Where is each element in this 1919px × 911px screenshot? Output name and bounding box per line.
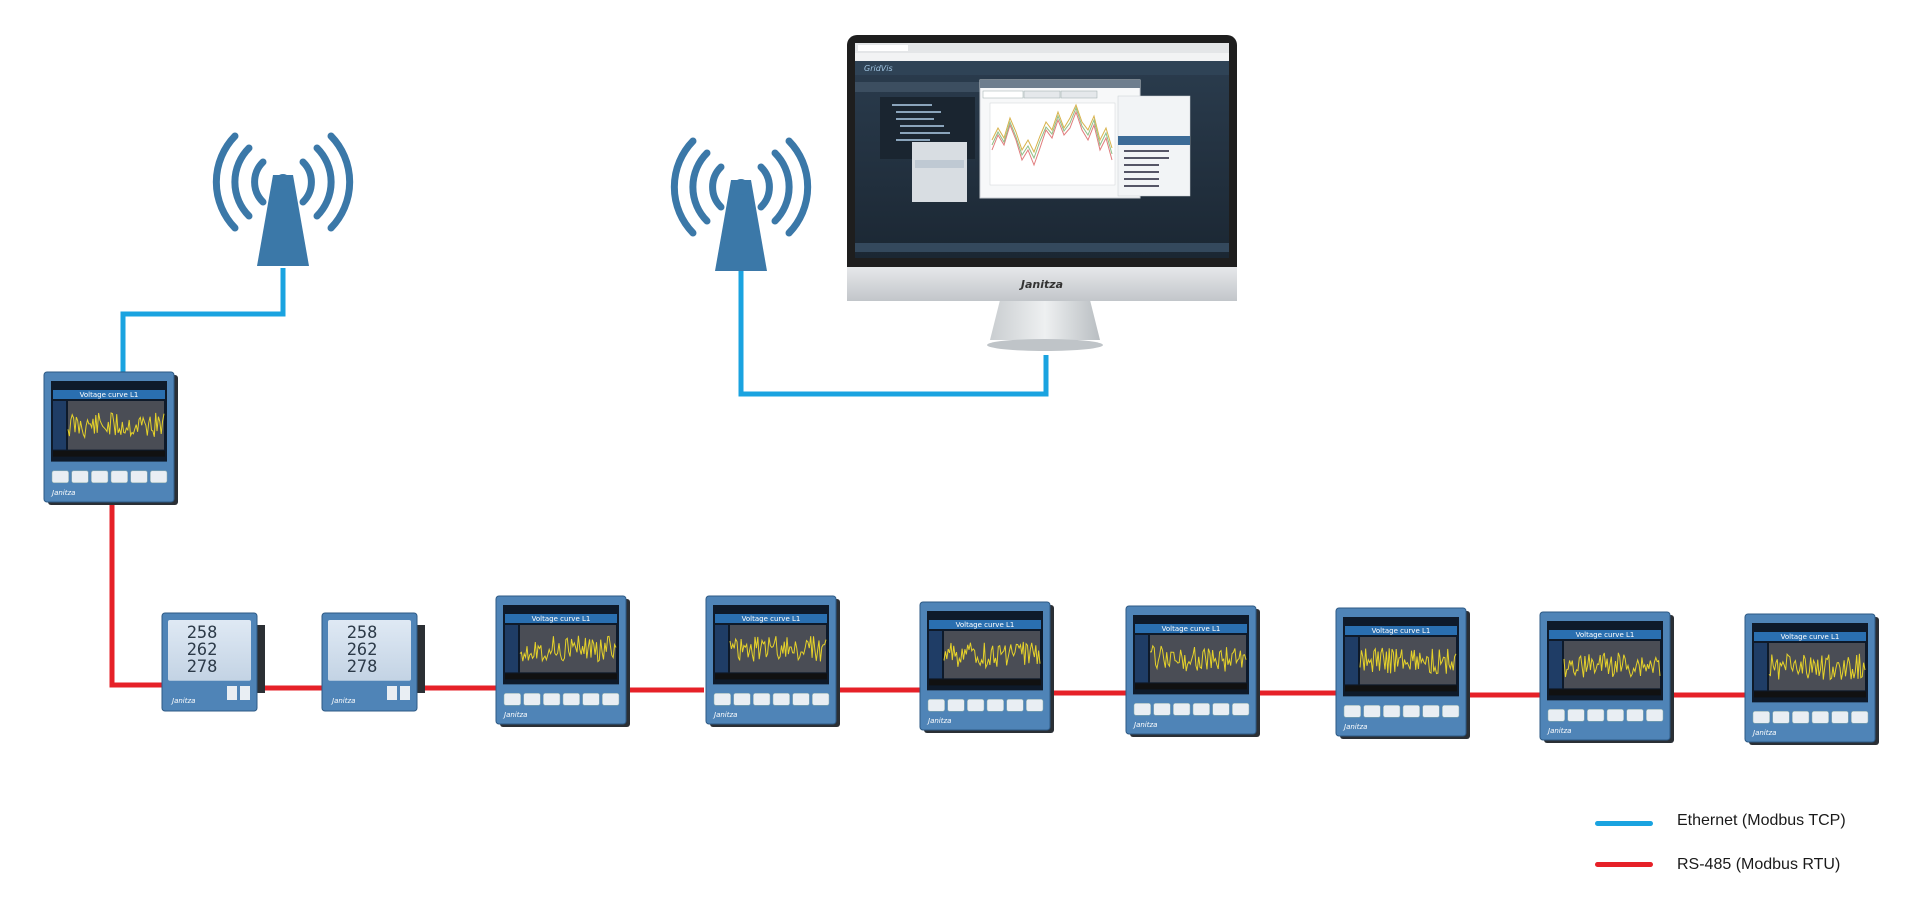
legend-ethernet-line bbox=[1595, 821, 1653, 826]
lcd-value: 258 bbox=[187, 623, 218, 643]
lcd-device-brand: Janitza bbox=[170, 697, 195, 705]
rs485-link-0 bbox=[109, 500, 162, 688]
antenna-wifi-icon bbox=[670, 137, 812, 271]
power-analyser-graphic: Voltage curve L1 Janitza bbox=[43, 371, 178, 505]
device-screen-title: Voltage curve L1 bbox=[80, 391, 139, 399]
power-analyser-graphic: Voltage curve L1 Janitza bbox=[705, 595, 840, 727]
device-screen-title: Voltage curve L1 bbox=[742, 615, 801, 623]
device-brand: Janitza bbox=[1546, 727, 1571, 735]
lcd-value: 262 bbox=[347, 640, 378, 660]
device-screen-title: Voltage curve L1 bbox=[1372, 627, 1431, 635]
device-brand: Janitza bbox=[50, 489, 75, 497]
legend-rs485-label: RS-485 (Modbus RTU) bbox=[1677, 856, 1841, 873]
rs485-links bbox=[109, 500, 1745, 698]
legend-ethernet-label: Ethernet (Modbus TCP) bbox=[1677, 812, 1846, 829]
device-brand: Janitza bbox=[712, 711, 737, 719]
lcd-value: 258 bbox=[347, 623, 378, 643]
device-brand: Janitza bbox=[502, 711, 527, 719]
device-screen-title: Voltage curve L1 bbox=[532, 615, 591, 623]
device-screen-title: Voltage curve L1 bbox=[956, 621, 1015, 629]
lcd-value: 278 bbox=[347, 657, 378, 677]
lcd-value: 262 bbox=[187, 640, 218, 660]
device-brand: Janitza bbox=[926, 717, 951, 725]
legend-rs485-line bbox=[1595, 862, 1653, 867]
monitor-icon: Janitza GridVis bbox=[847, 35, 1237, 351]
power-analyser-graphic: Voltage curve L1 Janitza bbox=[1744, 613, 1879, 745]
device-screen-title: Voltage curve L1 bbox=[1162, 625, 1221, 633]
power-analyser-graphic: Voltage curve L1 Janitza bbox=[1539, 611, 1674, 743]
power-analyser-graphic: Voltage curve L1 Janitza bbox=[1335, 607, 1470, 739]
power-analyser-graphic: Voltage curve L1 Janitza bbox=[919, 601, 1054, 733]
device-brand: Janitza bbox=[1751, 729, 1776, 737]
monitor-brand: Janitza bbox=[1019, 278, 1063, 291]
power-analyser-graphic: Voltage curve L1 Janitza bbox=[495, 595, 630, 727]
ethernet-link-antenna-left bbox=[120, 268, 286, 372]
device-brand: Janitza bbox=[1132, 721, 1157, 729]
ethernet-links bbox=[120, 268, 1049, 397]
monitor-app-title: GridVis bbox=[864, 64, 893, 73]
lcd-value: 278 bbox=[187, 657, 218, 677]
ethernet-link-antenna-right bbox=[738, 270, 1049, 397]
devices-layer: Voltage curve L1Janitza258262278Janitza2… bbox=[43, 371, 1879, 745]
device-screen-title: Voltage curve L1 bbox=[1576, 631, 1635, 639]
antenna-wifi-icon bbox=[212, 132, 354, 266]
lcd-device-brand: Janitza bbox=[330, 697, 355, 705]
power-analyser-graphic: Voltage curve L1 Janitza bbox=[1125, 605, 1260, 737]
device-screen-title: Voltage curve L1 bbox=[1781, 633, 1840, 641]
device-brand: Janitza bbox=[1342, 723, 1367, 731]
